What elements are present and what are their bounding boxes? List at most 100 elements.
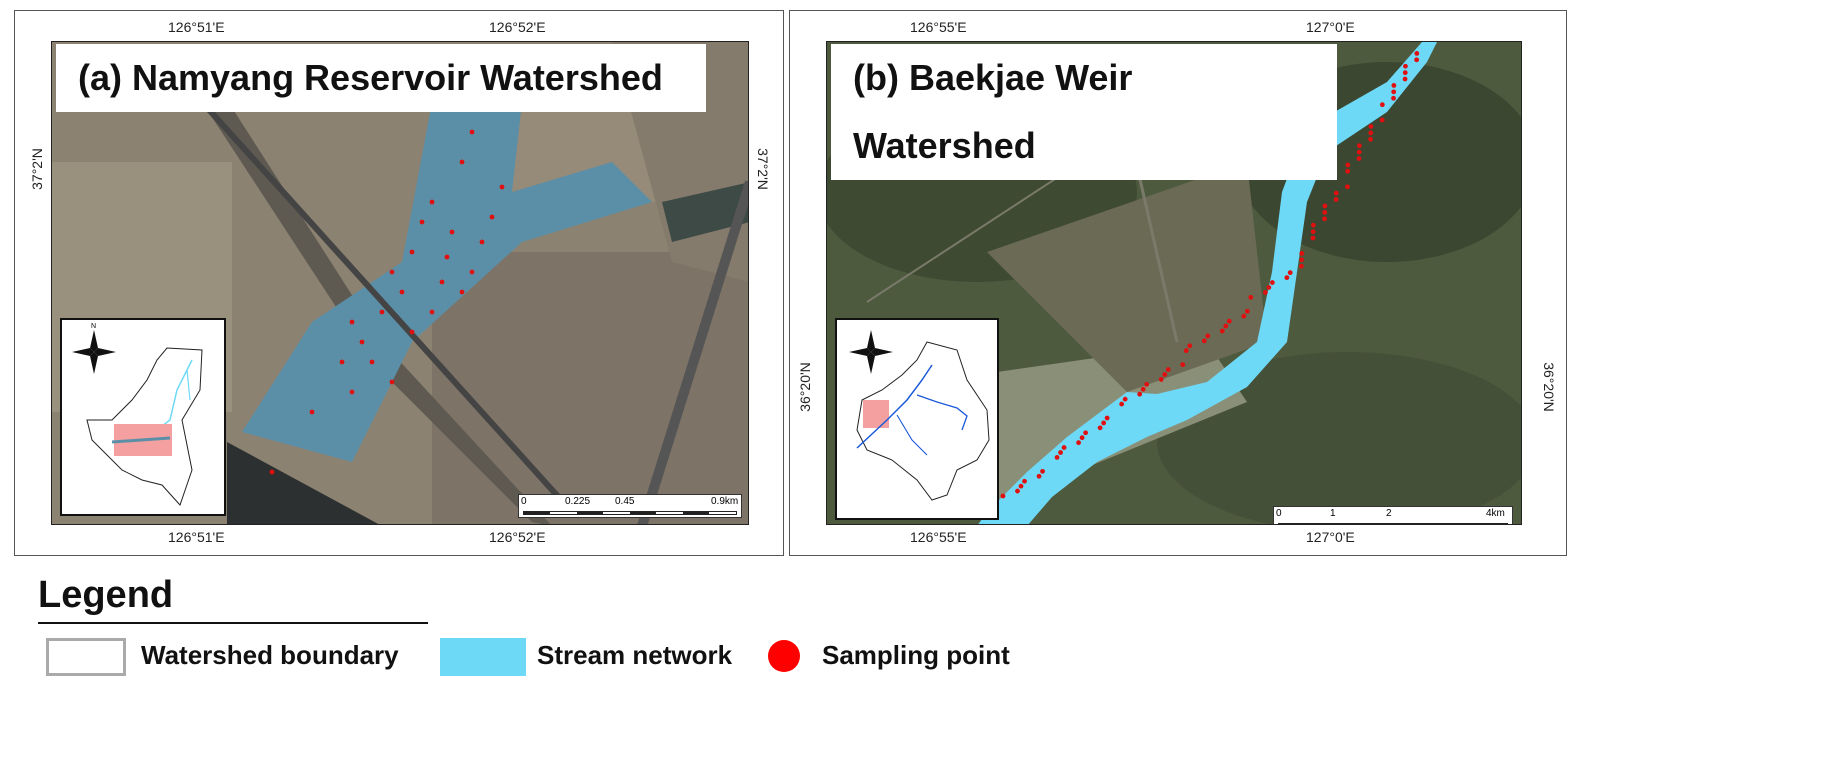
compass-rose-icon [849, 330, 893, 374]
sampling-point [1345, 162, 1351, 168]
sampling-point [479, 239, 485, 245]
sampling-point [1391, 83, 1397, 88]
sampling-points-a [269, 129, 505, 475]
sampling-point [1414, 51, 1420, 56]
scale-bar-a: 0 0.225 0.45 0.9km [518, 494, 742, 518]
sampling-point [1356, 149, 1362, 155]
sampling-point [1244, 308, 1250, 314]
sampling-point [1333, 190, 1339, 196]
panel-b-left-lat: 36°20'N [797, 362, 813, 412]
legend-boundary-swatch [46, 638, 126, 676]
sampling-point [1183, 348, 1189, 354]
sampling-point [1345, 184, 1350, 190]
sampling-point [269, 469, 275, 475]
sampling-point [1391, 95, 1396, 101]
map-b: (b) Baekjae Weir Watershed 0 1 2 [826, 41, 1522, 525]
sampling-point [1368, 124, 1374, 129]
sampling-point [349, 319, 355, 325]
sampling-point [1414, 57, 1420, 63]
sampling-point [1391, 89, 1397, 95]
sampling-point [409, 249, 415, 255]
sampling-point [1345, 168, 1351, 174]
sampling-point [1061, 445, 1067, 450]
sampling-point [444, 254, 450, 260]
sampling-point [1223, 323, 1229, 329]
sampling-point [1403, 63, 1408, 69]
sampling-point [1022, 478, 1027, 484]
inset-map-a: N [60, 318, 226, 516]
sampling-point [1079, 435, 1085, 441]
sampling-point [1201, 338, 1207, 344]
sampling-point [1248, 294, 1254, 300]
legend-stream-swatch [440, 638, 526, 676]
sampling-point [1299, 257, 1304, 263]
compass-n: N [91, 323, 96, 330]
scale-b-tick-3: 4km [1486, 508, 1505, 519]
inset-a-svg: N [72, 323, 203, 506]
panel-b-bottom-lon-2: 127°0'E [1306, 529, 1355, 545]
sampling-points-b [1000, 51, 1420, 499]
sampling-point [1036, 473, 1042, 479]
sampling-point [1140, 386, 1146, 392]
sampling-point [1322, 216, 1327, 222]
sampling-point [1379, 102, 1385, 108]
panel-b-bottom-lon-1: 126°55'E [910, 529, 967, 545]
sampling-point [1269, 280, 1275, 285]
sampling-point [1180, 362, 1186, 368]
inset-map-b [835, 318, 999, 520]
legend-point-label: Sampling point [822, 640, 1010, 670]
sampling-point [1219, 328, 1225, 334]
sampling-point [1162, 372, 1168, 377]
sampling-point [1104, 415, 1110, 421]
sampling-point [499, 184, 505, 190]
sampling-point [1310, 222, 1316, 228]
sampling-point [1119, 401, 1125, 407]
sampling-point [1262, 290, 1268, 295]
sampling-point [1241, 313, 1247, 319]
scale-a-tick-2: 0.45 [615, 496, 635, 507]
sampling-point [1298, 263, 1304, 269]
sampling-point [339, 359, 345, 365]
scale-a-tick-0: 0 [521, 496, 527, 507]
panel-a-right-lat: 37°2'N [755, 148, 771, 190]
legend-point-swatch [768, 640, 800, 672]
sampling-point [469, 129, 475, 135]
sampling-point [389, 269, 395, 275]
sampling-point [439, 279, 445, 285]
sampling-point [349, 389, 355, 395]
panel-b-top-lon-1: 126°55'E [910, 19, 967, 35]
sampling-point [309, 409, 315, 415]
sampling-point [1158, 377, 1164, 382]
sampling-point [1097, 425, 1103, 431]
reservoir-shape [242, 102, 652, 462]
sampling-point [1015, 488, 1020, 494]
compass-rose-icon: N [72, 323, 116, 374]
sampling-point [1058, 450, 1063, 455]
sampling-point [1310, 235, 1316, 241]
sampling-point [1322, 209, 1328, 215]
sampling-point [1205, 333, 1211, 339]
inset-highlight [863, 400, 889, 428]
panel-b: 126°55'E 127°0'E 126°55'E 127°0'E 36°20'… [789, 10, 1567, 556]
sampling-point [1137, 391, 1143, 397]
legend-underline [38, 622, 428, 624]
sampling-point [1368, 130, 1374, 136]
sampling-point [469, 269, 475, 275]
sampling-point [1287, 270, 1293, 276]
sampling-point [369, 359, 375, 365]
sampling-point [1144, 381, 1150, 387]
sampling-point [489, 214, 495, 220]
sampling-point [1266, 285, 1272, 290]
scale-a-tick-3: 0.9km [711, 496, 739, 507]
sampling-point [1333, 197, 1339, 202]
sampling-point [1101, 420, 1107, 426]
sampling-point [1356, 156, 1362, 161]
sampling-point [429, 199, 435, 205]
sampling-point [1356, 143, 1362, 149]
sampling-point [1018, 483, 1024, 489]
scale-b-tick-0: 0 [1276, 508, 1282, 519]
sampling-point [1083, 430, 1089, 436]
sampling-point [1187, 343, 1193, 349]
inset-b-svg [849, 330, 990, 501]
sampling-point [1322, 203, 1328, 209]
